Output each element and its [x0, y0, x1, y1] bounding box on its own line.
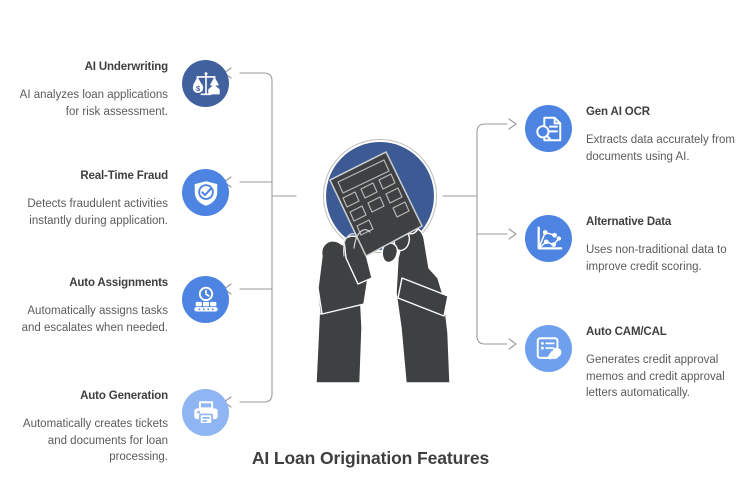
scales-balance-icon: $ [182, 60, 229, 107]
feature-title: Gen AI OCR [586, 106, 650, 118]
feature-text-block: AI Underwriting AI analyzes loan applica… [18, 60, 182, 120]
feature-description: Uses non-traditional data to improve cre… [586, 244, 727, 273]
feature-item-auto-assignments[interactable]: Auto Assignments Automatically assigns t… [18, 276, 229, 336]
feature-text-block: Auto CAM/CAL Generates credit approval m… [572, 325, 736, 402]
left-spine [239, 72, 273, 403]
feature-title: Alternative Data [586, 216, 672, 228]
feature-text-block: Auto Generation Automatically creates ti… [18, 389, 182, 466]
feature-description: AI analyzes loan applications for risk a… [19, 89, 168, 118]
feature-text-block: Alternative Data Uses non-traditional da… [572, 215, 736, 275]
right-arrow-2 [508, 228, 517, 240]
right-arrow-1 [508, 118, 517, 130]
svg-text:$: $ [195, 83, 200, 92]
printer-icon [182, 389, 229, 436]
page-title: AI Loan Origination Features [251, 448, 490, 468]
right-spine [476, 123, 508, 345]
feature-title: AI Underwriting [84, 61, 169, 73]
feature-description: Generates credit approval memos and cred… [586, 354, 725, 399]
document-search-icon [525, 105, 572, 152]
feature-item-auto-generation[interactable]: Auto Generation Automatically creates ti… [18, 389, 229, 466]
feature-item-alternative-data[interactable]: Alternative Data Uses non-traditional da… [525, 215, 736, 275]
feature-item-auto-cam-cal[interactable]: Auto CAM/CAL Generates credit approval m… [525, 325, 736, 402]
hands-holding-calculator-illustration [298, 128, 463, 423]
feature-item-gen-ai-ocr[interactable]: Gen AI OCR Extracts data accurately from… [525, 105, 736, 165]
feature-description: Automatically creates tickets and docume… [22, 418, 168, 463]
feature-description: Detects fraudulent activities instantly … [27, 198, 168, 227]
feature-description: Automatically assigns tasks and escalate… [21, 305, 168, 334]
right-arrow-3 [508, 338, 517, 350]
shield-check-icon [182, 169, 229, 216]
feature-item-ai-underwriting[interactable]: AI Underwriting AI analyzes loan applica… [18, 60, 229, 120]
feature-text-block: Gen AI OCR Extracts data accurately from… [572, 105, 736, 165]
feature-title: Auto Generation [80, 390, 168, 402]
form-signature-icon [525, 325, 572, 372]
feature-item-real-time-fraud[interactable]: Real-Time Fraud Detects fraudulent activ… [18, 169, 229, 229]
feature-title: Real-Time Fraud [80, 170, 168, 182]
feature-description: Extracts data accurately from documents … [586, 134, 735, 163]
feature-title: Auto Assignments [69, 277, 168, 289]
feature-text-block: Auto Assignments Automatically assigns t… [18, 276, 182, 336]
scatter-chart-icon [525, 215, 572, 262]
feature-title: Auto CAM/CAL [586, 326, 667, 338]
feature-text-block: Real-Time Fraud Detects fraudulent activ… [18, 169, 182, 229]
clock-conveyor-icon [182, 276, 229, 323]
